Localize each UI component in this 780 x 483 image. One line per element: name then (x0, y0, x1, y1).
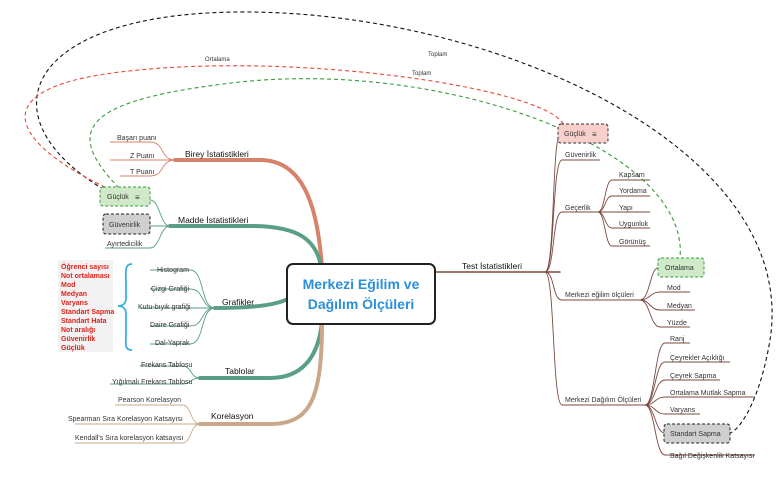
dagilim-item: Standart Sapma (670, 431, 721, 438)
central-title-line1: Merkezi Eğilim ve (303, 276, 420, 292)
korelasyon-item[interactable]: Pearson Korelasyon (118, 397, 181, 404)
branch-line-birey (173, 158, 324, 270)
test-node-gucluk[interactable]: Güçlük ≡ (557, 123, 609, 144)
connector-label-toplam-1: Toplam (428, 52, 447, 58)
branch-line-tablolar (198, 320, 324, 380)
connector-label-ortalama: Ortalama (205, 57, 230, 63)
branch-korelasyon (75, 404, 201, 444)
note-item: Not ortalaması (61, 273, 110, 280)
dagilim-item[interactable]: Bağıl Değişkenlik Katsayısı (670, 453, 754, 460)
branch-line-madde (168, 224, 324, 274)
madde-item[interactable]: Ayırtedicilik (107, 241, 143, 248)
note-item: Mod (61, 282, 75, 289)
dagilim-item[interactable]: Ranj (670, 336, 685, 343)
branch-grafikler (140, 269, 216, 345)
birey-item[interactable]: Z Puanı (130, 153, 155, 160)
connector-red (24, 65, 566, 194)
test-item[interactable]: Geçerlik (565, 205, 591, 212)
note-item: Standart Sapma (61, 309, 114, 316)
branch-title-test[interactable]: Test İstatistikleri (462, 261, 522, 271)
branch-madde (105, 199, 171, 249)
birey-item[interactable]: T Puanı (130, 169, 154, 176)
grafik-item[interactable]: Kutu-bıyık grafiği (138, 304, 191, 311)
tablo-item[interactable]: Frekans Tablosu (141, 362, 192, 369)
dagilim-item[interactable]: Varyans (670, 407, 696, 414)
test-item[interactable]: Merkezi eğilim ölçüleri (565, 292, 634, 299)
test-item: Güçlük (564, 131, 586, 138)
grafik-item[interactable]: Histogram (157, 267, 189, 274)
dashed-connectors (24, 11, 773, 434)
test-item[interactable]: Merkezi Dağılım Ölçüleri (565, 396, 642, 404)
dagilim-node-standart-sapma[interactable]: Standart Sapma (663, 423, 731, 444)
egilim-node-ortalama[interactable]: Ortalama (657, 257, 705, 278)
egilim-item[interactable]: Mod (667, 285, 681, 292)
branch-tablolar (110, 365, 201, 385)
dagilim-item[interactable]: Çeyrek Sapma (670, 373, 716, 380)
note-item: Varyans (61, 300, 88, 307)
note-item: Standart Hata (61, 318, 107, 325)
notes-icon: ≡ (135, 193, 140, 202)
dagilim-item[interactable]: Ortalama Mutlak Sapma (670, 390, 746, 397)
madde-item: Güvenirlik (109, 222, 141, 229)
note-item: Not aralığı (61, 327, 95, 334)
korelasyon-item[interactable]: Spearman Sıra Korelasyon Katsayısı (68, 416, 183, 423)
gecerlik-item[interactable]: Yapı (619, 205, 633, 212)
test-item[interactable]: Güvenirlik (565, 152, 597, 159)
notes-icon: ≡ (592, 130, 597, 139)
connector-black (36, 11, 773, 434)
note-item: Medyan (61, 291, 87, 298)
note-item: Güvenirlik (61, 336, 95, 343)
madde-node-guclukt[interactable]: Güçlük ≡ (99, 186, 151, 207)
egilim-item: Ortalama (665, 265, 694, 272)
connector-green (89, 78, 681, 259)
branch-title-korelasyon[interactable]: Korelasyon (211, 411, 254, 421)
tablo-item[interactable]: Yığılmalı Frekans Tablosu (112, 379, 193, 386)
grafik-item[interactable]: Çizgi Grafiği (151, 286, 190, 293)
egilim-item[interactable]: Medyan (667, 303, 692, 310)
gecerlik-item[interactable]: Uygunluk (619, 221, 649, 228)
central-title-line2: Dağılım Ölçüleri (308, 296, 415, 312)
korelasyon-item[interactable]: Kendall's Sıra korelasyon katsayısı (75, 435, 183, 442)
branch-test (544, 134, 755, 456)
grafik-item[interactable]: Dal-Yaprak (155, 340, 190, 347)
madde-item: Güçlük (107, 194, 129, 201)
branch-title-birey[interactable]: Birey İstatistikleri (185, 149, 249, 159)
branch-title-tablolar[interactable]: Tablolar (225, 366, 255, 376)
note-item: Öğrenci sayısı (61, 262, 109, 271)
birey-item[interactable]: Başarı puanı (117, 135, 157, 142)
branch-title-madde[interactable]: Madde İstatistikleri (178, 215, 248, 225)
grafik-item[interactable]: Daire Grafiği (150, 322, 190, 329)
dagilim-item[interactable]: Çeyrekler Açıklığı (670, 355, 725, 362)
central-node[interactable]: Merkezi Eğilim ve Dağılım Ölçüleri (286, 263, 436, 325)
main-branches (168, 158, 561, 426)
connector-label-toplam-2: Toplam (412, 71, 431, 77)
gecerlik-item[interactable]: Yordama (619, 188, 647, 195)
gecerlik-item[interactable]: Kapsam (619, 172, 645, 179)
branch-birey (110, 141, 176, 177)
egilim-item[interactable]: Yüzde (667, 320, 687, 327)
gecerlik-item[interactable]: Görünüş (619, 239, 646, 246)
note-item: Güçlük (61, 345, 85, 352)
brace (117, 263, 133, 351)
branch-title-grafikler[interactable]: Grafikler (222, 297, 254, 307)
branch-line-korelasyon (198, 320, 324, 426)
madde-node-guvenirlik[interactable]: Güvenirlik (102, 213, 151, 235)
notes-box: Öğrenci sayısı Not ortalaması Mod Medyan… (58, 260, 114, 352)
